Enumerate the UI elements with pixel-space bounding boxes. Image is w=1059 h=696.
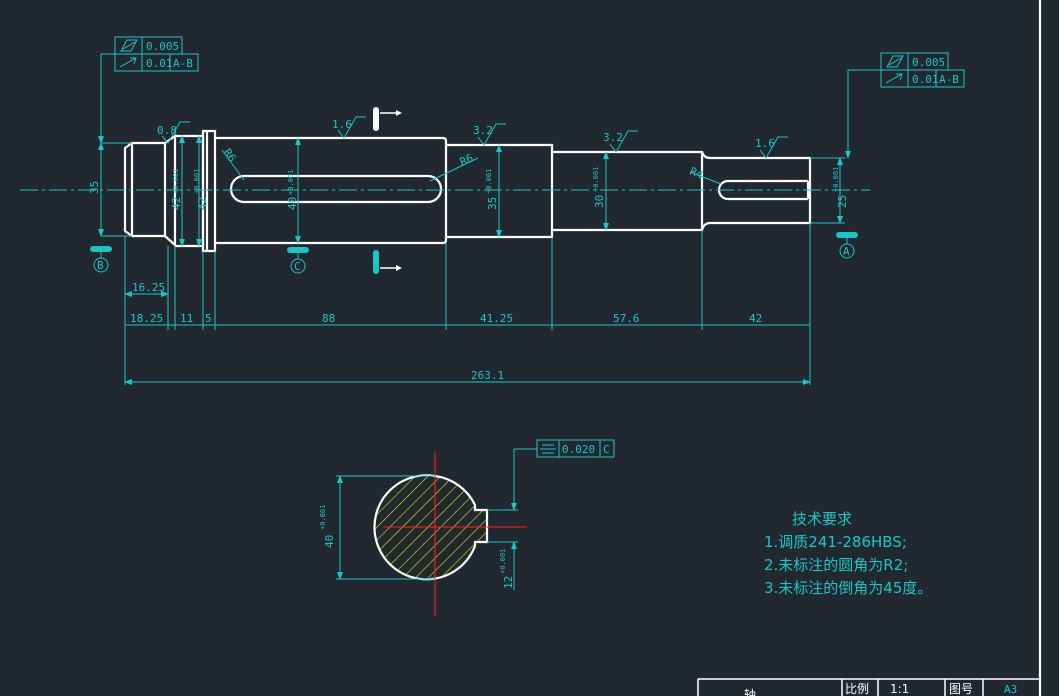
title-drawing-no-label: 图号 (949, 682, 973, 696)
roughness-1: 1.6 (332, 118, 352, 131)
section-tol-d40: +0.001 (319, 505, 327, 530)
section-cut-markers (373, 107, 402, 274)
roughness-symbols: 0.8 1.6 3.2 3.2 1.6 (157, 116, 788, 159)
gdt-section-symmetry: 0.020 (562, 443, 595, 456)
length-dimensions: 16.25 18.25 11 5 88 41.25 57.6 42 263.1 (124, 223, 811, 385)
diameter-dimensions: 35 42 +0.001 42 +0.001 40 +0.001 35 +0.0… (88, 135, 849, 247)
section-tol-keyway: +0.001 (499, 549, 507, 574)
radius-r6-right: R6 (458, 151, 476, 168)
technical-requirements: 技术要求 1.调质241-286HBS; 2.未标注的圆角为R2; 3.未标注的… (764, 508, 932, 600)
radius-callouts: R6 R6 R4 (221, 146, 722, 185)
tol-d42-b: +0.001 (193, 169, 201, 194)
gdt-left-runout: 0.005 (146, 40, 179, 53)
datum-a: A (843, 245, 850, 258)
tol-d35-mid: +0.001 (485, 169, 493, 194)
tech-requirement-item: 2.未标注的圆角为R2; (764, 556, 909, 574)
dim-d40: 40 (286, 197, 299, 210)
gdt-section-datum: C (603, 443, 610, 456)
gdt-left-total: 0.01 (146, 57, 173, 70)
tol-d40: +0.001 (287, 170, 295, 195)
datum-markers: B C A (90, 232, 858, 274)
roughness-2: 3.2 (473, 124, 493, 137)
dim-seg4: 88 (322, 312, 335, 325)
section-dim-keyway: 12 (502, 576, 515, 589)
radius-r4: R4 (688, 165, 706, 182)
title-part-name: 轴 (744, 687, 756, 696)
tech-requirement-item: 3.未标注的倒角为45度。 (764, 579, 933, 597)
gdt-right-datum: A-B (939, 73, 959, 86)
dim-d42-a: 42 (170, 197, 183, 210)
roughness-4: 1.6 (755, 137, 775, 150)
tech-requirement-item: 1.调质241-286HBS; (764, 533, 907, 551)
tol-d25: +0.001 (832, 167, 840, 192)
roughness-0: 0.8 (157, 124, 177, 137)
gdt-left-datum: A-B (173, 57, 193, 70)
dim-seg6: 57.6 (613, 312, 640, 325)
dim-d35-end: 35 (88, 181, 101, 194)
dim-seg5: 41.25 (480, 312, 513, 325)
title-block: 轴 比例 1:1 图号 A3 (697, 678, 1040, 696)
section-view: 40 +0.001 12 +0.001 0.020 C (319, 439, 615, 616)
gdt-frame-right: 0.005 0.01 A-B (845, 52, 965, 159)
tol-d30: +0.001 (592, 167, 600, 192)
roughness-3: 3.2 (603, 131, 623, 144)
title-scale-label: 比例 (845, 682, 869, 696)
title-sheet-size: A3 (1004, 683, 1017, 696)
tech-requirements-title: 技术要求 (792, 510, 853, 528)
tol-d42-a: +0.001 (172, 169, 180, 194)
datum-c: C (294, 260, 301, 273)
gdt-frame-left: 0.005 0.01 A-B (98, 36, 199, 144)
dim-d30: 30 (593, 195, 606, 208)
dim-bearing-len: 16.25 (132, 281, 165, 294)
dim-d35-mid: 35 (486, 197, 499, 210)
title-scale-value: 1:1 (890, 682, 909, 696)
section-dim-d40: 40 (323, 535, 336, 548)
dim-total: 263.1 (471, 369, 504, 382)
radius-r6-left: R6 (221, 146, 239, 164)
gdt-right-runout: 0.005 (912, 56, 945, 69)
dim-seg1: 18.25 (130, 312, 163, 325)
datum-b: B (97, 259, 104, 272)
dim-d42-b: 42 (196, 197, 209, 210)
dim-seg2: 11 (180, 312, 193, 325)
dim-seg3: 5 (205, 312, 212, 325)
gdt-right-total: 0.01 (912, 73, 939, 86)
dim-d25: 25 (836, 195, 849, 208)
dim-seg7: 42 (749, 312, 762, 325)
